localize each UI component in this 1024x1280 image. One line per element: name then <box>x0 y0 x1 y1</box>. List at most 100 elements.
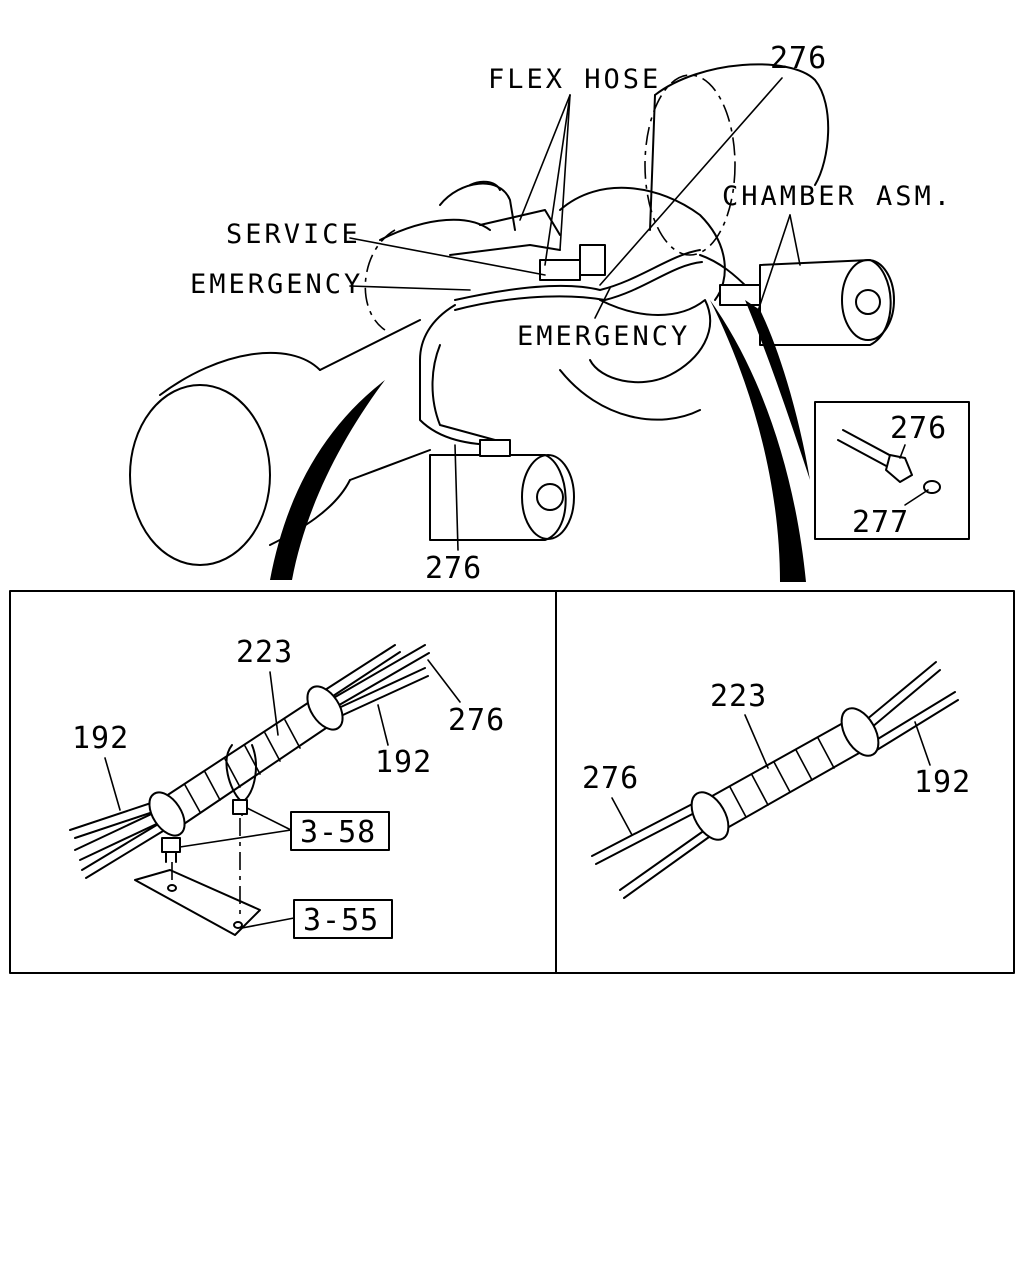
left-hose-b <box>74 809 166 861</box>
right-view-swoosh <box>710 300 806 582</box>
right-detail-hose-right-b <box>867 691 959 754</box>
axle-housing-lower <box>559 369 701 421</box>
left-view-swoosh <box>270 380 385 580</box>
right-collar-left <box>690 791 730 841</box>
left-drum-top <box>159 351 321 396</box>
bolt-head <box>161 837 181 853</box>
ref-3-58: 3-58 <box>300 815 376 850</box>
callout-276-left: 276 <box>448 703 505 738</box>
callout-276-bottom: 276 <box>425 551 482 586</box>
flex-hose-leader-3 <box>559 94 571 251</box>
tube-ribs <box>184 719 301 813</box>
right-detail-hose-left-b <box>619 824 717 899</box>
callout-277-inset-leader <box>904 489 929 506</box>
right-detail-hose-left-a <box>591 799 705 865</box>
tube-collar-right <box>306 685 344 731</box>
right-convoluted-tube <box>704 717 869 833</box>
plate-hole-1 <box>167 884 177 892</box>
mount-lines <box>171 818 241 920</box>
callout-192-right-leader <box>914 721 931 766</box>
flex-hose-leader-1 <box>519 94 571 221</box>
emergency-label-left: EMERGENCY <box>190 269 363 300</box>
left-detail: 223 192 192 276 3-58 3-55 <box>69 635 505 939</box>
callout-276-inset-leader <box>899 444 906 459</box>
left-chamber-fitting <box>479 439 511 457</box>
callout-223-left-leader <box>269 671 279 736</box>
ref-3-55-leader <box>241 917 295 929</box>
flex-hose-1 <box>449 244 561 256</box>
left-chamber-face <box>521 454 575 540</box>
callout-192-left-a: 192 <box>72 721 129 756</box>
plate-hole-2 <box>233 921 243 929</box>
right-drum-rear <box>644 74 736 256</box>
chamber-leader-2 <box>754 214 791 321</box>
detail-frame <box>9 590 1015 974</box>
top-labels: FLEX HOSE 276 CHAMBER ASM. SERVICE EMERG… <box>190 41 953 586</box>
callout-276-top: 276 <box>770 41 827 76</box>
junction-fitting <box>579 244 606 276</box>
left-flange <box>379 218 491 241</box>
right-detail-hose-right-a <box>859 661 941 734</box>
emergency-left-leader <box>349 285 471 291</box>
inset-nut <box>885 454 913 483</box>
flex-hose-2 <box>479 209 561 236</box>
ref-3-58-leaders <box>179 807 292 848</box>
inset-hose <box>837 429 896 469</box>
ref-3-55: 3-55 <box>303 903 379 938</box>
axle-assembly-drawing <box>129 63 895 582</box>
callout-223-right-leader <box>744 714 769 769</box>
right-drum-edge <box>649 94 656 231</box>
callout-277-inset: 277 <box>852 505 909 540</box>
callout-192-left-b: 192 <box>375 745 432 780</box>
left-hose-c <box>81 819 169 879</box>
left-axle-tube-top <box>319 319 421 371</box>
left-drum-face <box>129 384 271 566</box>
axle-housing-center <box>589 299 711 384</box>
emergency-label-center: EMERGENCY <box>517 321 690 352</box>
bracket-plate <box>134 869 261 936</box>
flex-hose-label: FLEX HOSE <box>488 64 661 95</box>
detail-panels <box>9 590 1015 974</box>
spring-eye <box>469 180 501 191</box>
callout-192-right: 192 <box>914 765 971 800</box>
callout-192-left-a-leader <box>104 757 121 811</box>
left-chamber-center <box>536 483 564 511</box>
right-tube-ribs <box>729 737 835 818</box>
callout-223-right: 223 <box>710 679 767 714</box>
right-hose-c <box>324 644 401 699</box>
service-label: SERVICE <box>226 219 361 250</box>
right-chamber-face <box>841 259 895 341</box>
axle-housing-top <box>559 186 726 301</box>
callout-276-bottom-leader <box>454 444 459 551</box>
callout-276-top-leader <box>599 77 783 286</box>
callout-276-right: 276 <box>582 761 639 796</box>
callout-276-right-leader <box>611 797 633 836</box>
tube-collar-left <box>148 791 186 837</box>
bolt-shank <box>165 851 177 863</box>
right-detail: 223 276 192 <box>582 661 971 899</box>
service-leader <box>349 237 546 276</box>
right-chamber-center <box>855 289 881 315</box>
chamber-fitting <box>719 284 761 306</box>
inset-frame <box>814 401 970 540</box>
flex-hose-leader-2 <box>544 94 571 266</box>
right-hose-b <box>329 667 429 721</box>
chamber-leader-1 <box>789 214 801 266</box>
inset-washer <box>923 480 941 494</box>
right-drum-rim <box>654 63 830 186</box>
callout-192-left-b-leader <box>377 704 389 746</box>
right-brake-chamber <box>759 259 892 346</box>
callout-223-left: 223 <box>236 635 293 670</box>
callout-276-left-leader <box>427 659 461 703</box>
hose-to-left-chamber-a <box>419 304 501 446</box>
chamber-asm-label: CHAMBER ASM. <box>722 181 953 212</box>
left-brake-chamber <box>429 454 567 541</box>
left-axle-tube-bottom <box>349 449 431 481</box>
spring-bracket <box>439 182 516 231</box>
right-collar-right <box>840 707 880 757</box>
hose-main-upper <box>454 249 701 301</box>
hose-to-left-chamber-b <box>431 344 496 441</box>
fitting-inset: 276 277 <box>814 401 970 540</box>
clip-body <box>232 799 248 815</box>
